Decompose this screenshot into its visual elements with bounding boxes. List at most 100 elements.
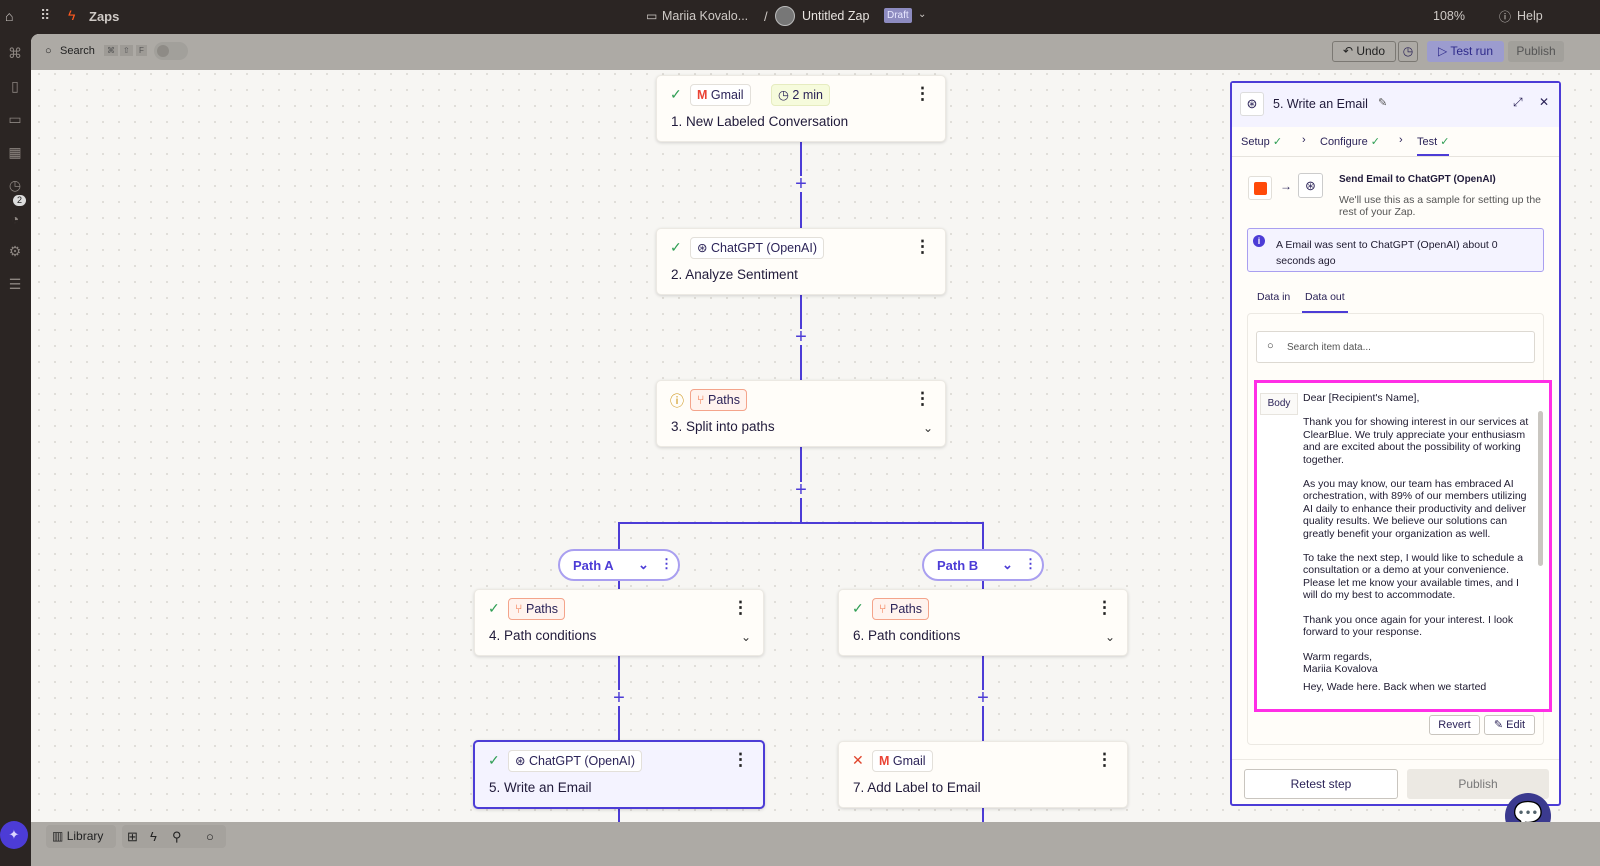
step-node-4[interactable]: ✓ ⑂ Paths 4. Path conditions ⋮ ⌄: [474, 589, 764, 656]
chevron-down-icon[interactable]: ⌄: [1104, 630, 1115, 644]
assistant-icon[interactable]: ✦: [0, 821, 28, 849]
step-details-panel: ⊛ 5. Write an Email ✎ ⤢ ✕ Setup ✓ › Conf…: [1230, 81, 1561, 806]
status-badge: Draft: [884, 8, 912, 23]
publish-button[interactable]: Publish: [1508, 41, 1564, 62]
body-field[interactable]: Body Dear [Recipient's Name], Thank you …: [1254, 380, 1552, 712]
more-icon[interactable]: ⋮: [1096, 598, 1113, 617]
breadcrumb-separator: /: [764, 9, 768, 24]
more-icon[interactable]: ⋮: [914, 84, 931, 103]
zoom-select[interactable]: 108%: [1433, 9, 1465, 23]
path-b-pill[interactable]: Path B ⌄ ⋮: [922, 549, 1044, 581]
paths-icon: ⑂: [515, 602, 523, 616]
add-step-button[interactable]: +: [611, 688, 627, 708]
add-step-button[interactable]: +: [793, 480, 809, 500]
more-icon[interactable]: ⋮: [732, 750, 749, 769]
chevron-down-icon[interactable]: ⌄: [918, 9, 927, 20]
more-icon[interactable]: ⋮: [660, 556, 673, 571]
retest-step-button[interactable]: Retest step: [1244, 769, 1398, 799]
search-icon: ○: [45, 45, 52, 57]
zaps-icon[interactable]: ⌘: [8, 45, 22, 61]
app-chip: ⑂ Paths: [690, 389, 747, 411]
step-node-5[interactable]: ✓ ⊛ ChatGPT (OpenAI) 5. Write an Email ⋮: [473, 740, 765, 809]
wrench-icon[interactable]: ⚲: [172, 829, 182, 844]
bottom-toolbar: ▥ Library ⊞ ϟ ⚲ ○: [31, 822, 1600, 866]
paths-icon: ⑂: [697, 393, 705, 407]
zap-icon[interactable]: ϟ: [150, 829, 157, 844]
more-icon[interactable]: ⋮: [732, 598, 749, 617]
search-item-data-input[interactable]: ○ Search item data...: [1256, 331, 1535, 363]
sample-description: We'll use this as a sample for setting u…: [1339, 194, 1541, 219]
tab-label: Configure: [1320, 136, 1368, 148]
test-run-button[interactable]: ▷ Test run: [1427, 41, 1504, 62]
tab-test[interactable]: Test ✓: [1417, 135, 1450, 156]
revert-button[interactable]: Revert: [1429, 715, 1480, 735]
check-icon: ✓: [488, 600, 500, 616]
arrow-right-icon: →: [1280, 179, 1292, 193]
settings-icon[interactable]: ⚙: [8, 243, 22, 259]
body-text: Dear [Recipient's Name], Thank you for s…: [1303, 392, 1529, 694]
apps-grid-icon[interactable]: ⠿: [40, 7, 50, 23]
add-apps-icon[interactable]: ⊞: [127, 829, 138, 844]
test-run-label: Test run: [1450, 44, 1494, 58]
add-step-button[interactable]: +: [975, 688, 991, 708]
openai-icon: ⊛: [1298, 173, 1323, 198]
close-icon[interactable]: ✕: [1539, 95, 1550, 109]
calendar-icon[interactable]: ▦: [8, 144, 22, 160]
search-button[interactable]: Search: [60, 45, 95, 57]
app-chip: ⊛ ChatGPT (OpenAI): [690, 237, 825, 259]
history-icon[interactable]: ◷: [1398, 41, 1418, 62]
toggle[interactable]: [154, 42, 188, 60]
app-chip: M Gmail: [690, 84, 751, 106]
expand-icon[interactable]: ⤢: [1513, 95, 1523, 109]
connector: [618, 808, 620, 822]
chevron-down-icon[interactable]: ⌄: [922, 421, 933, 435]
tab-setup[interactable]: Setup ✓: [1241, 135, 1282, 148]
step-node-6[interactable]: ✓ ⑂ Paths 6. Path conditions ⋮ ⌄: [838, 589, 1128, 656]
more-icon[interactable]: ⋮: [914, 237, 931, 256]
tab-configure[interactable]: Configure ✓: [1320, 135, 1380, 148]
divider: [1232, 759, 1559, 760]
app-name[interactable]: Zaps: [89, 9, 120, 24]
shortcut-key: ⌘: [104, 45, 118, 56]
help-menu[interactable]: Help: [1517, 9, 1543, 23]
home-icon[interactable]: ⌂: [5, 8, 14, 24]
file-icon[interactable]: ▯: [11, 78, 19, 94]
path-label: Path B: [937, 558, 979, 573]
chevron-down-icon[interactable]: ⌄: [1002, 557, 1013, 572]
chevron-down-icon[interactable]: ⌄: [740, 630, 751, 644]
more-icon[interactable]: ⋮: [1096, 750, 1113, 769]
body-paragraph: As you may know, our team has embraced A…: [1303, 478, 1527, 540]
history-icon[interactable]: ◷: [8, 177, 22, 193]
library-button[interactable]: ▥ Library: [46, 825, 116, 848]
folder-link[interactable]: Mariia Kovalo...: [662, 9, 749, 23]
step-node-1[interactable]: ✓ M Gmail ◷ 2 min 1. New Labeled Convers…: [656, 75, 946, 142]
chat-icon[interactable]: ▭: [8, 111, 22, 127]
scrollbar[interactable]: [1538, 411, 1543, 566]
add-step-button[interactable]: +: [793, 327, 809, 347]
zap-name[interactable]: Untitled Zap: [802, 9, 870, 23]
tab-data-out[interactable]: Data out: [1302, 291, 1348, 313]
search-icon[interactable]: ○: [206, 829, 214, 844]
chevron-down-icon[interactable]: ⌄: [638, 557, 649, 572]
archive-icon[interactable]: ☰: [8, 276, 22, 292]
undo-button[interactable]: ↶ Undo: [1332, 41, 1396, 62]
body-paragraph: Warm regards, Mariia Kovalova: [1303, 650, 1378, 675]
more-icon[interactable]: ⋮: [914, 389, 931, 408]
step-title: 1. New Labeled Conversation: [671, 114, 849, 129]
add-step-button[interactable]: +: [793, 174, 809, 194]
edit-title-icon[interactable]: ✎: [1378, 97, 1388, 109]
edit-button[interactable]: ✎ Edit: [1484, 715, 1535, 735]
check-icon: ✓: [1272, 136, 1283, 148]
branch-connector: [619, 522, 984, 524]
more-icon[interactable]: ⋮: [1024, 556, 1037, 571]
library-label: Library: [66, 829, 104, 843]
path-a-pill[interactable]: Path A ⌄ ⋮: [558, 549, 680, 581]
activity-icon[interactable]: ◔: [10, 211, 20, 227]
chevron-right-icon: ›: [1399, 134, 1403, 146]
step-node-3[interactable]: ⓘ ⑂ Paths 3. Split into paths ⋮ ⌄: [656, 380, 946, 447]
step-node-7[interactable]: ✕ M Gmail 7. Add Label to Email ⋮: [838, 741, 1128, 808]
check-icon: ✓: [1370, 136, 1380, 148]
step-node-2[interactable]: ✓ ⊛ ChatGPT (OpenAI) 2. Analyze Sentimen…: [656, 228, 946, 295]
app-name: Paths: [708, 393, 740, 407]
tab-data-in[interactable]: Data in: [1257, 291, 1291, 303]
